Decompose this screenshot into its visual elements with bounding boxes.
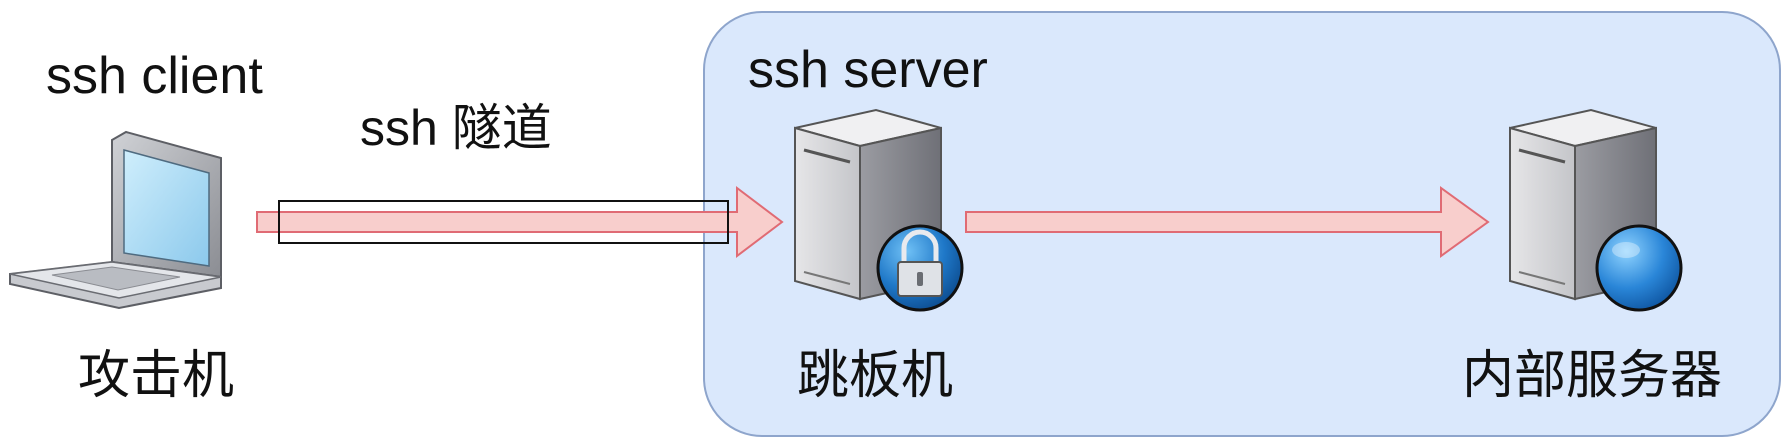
forward-arrow	[965, 186, 1490, 258]
tunnel-arrow	[256, 185, 784, 259]
internal-server-label: 内部服务器	[1462, 346, 1723, 406]
server-globe-icon	[1509, 108, 1683, 312]
tunnel-label: ssh 隧道	[360, 100, 552, 156]
jump-host-label: 跳板机	[797, 346, 954, 406]
laptop-icon	[9, 130, 222, 310]
server-lock-icon	[794, 108, 964, 312]
server-role-label: ssh server	[748, 41, 988, 99]
tunnel-outline	[278, 200, 729, 244]
client-role-label: ssh client	[46, 47, 263, 105]
attacker-label: 攻击机	[78, 346, 235, 406]
